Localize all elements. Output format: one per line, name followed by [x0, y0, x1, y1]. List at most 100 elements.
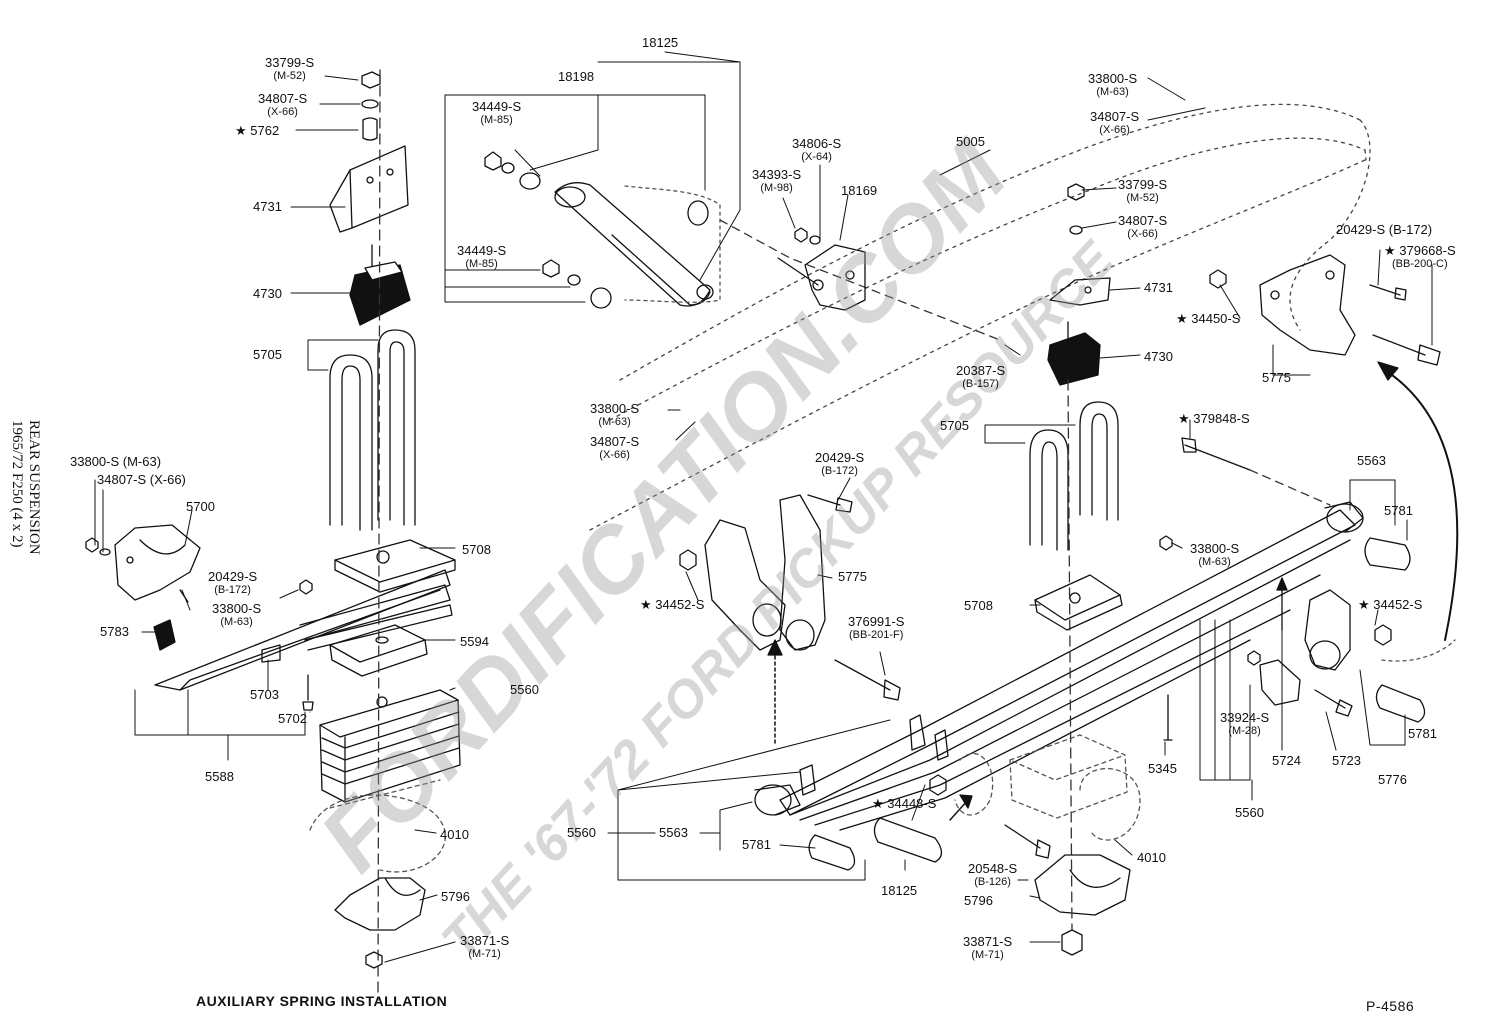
figure-number: P-4586 [1366, 998, 1415, 1014]
callout-33800-left-text: 33800-S [212, 601, 262, 616]
callout-20429-left-sub: (B-172) [214, 584, 251, 596]
callout-18169: 18169 [841, 183, 878, 198]
callout-379848: ★ 379848-S [1178, 411, 1250, 426]
callout-20548-sub: (B-126) [974, 876, 1011, 888]
shock-absorber [484, 151, 1001, 341]
callout-5783: 5783 [100, 624, 129, 639]
aux-caption: AUXILIARY SPRING INSTALLATION [196, 993, 448, 1009]
callout-33799-left: 33799-S(M-52) [265, 55, 315, 83]
callout-5560-right: 5560 [1235, 805, 1264, 820]
callout-33871-left-text: 33871-S [460, 933, 510, 948]
callout-33799-left-text: 33799-S [265, 55, 315, 70]
callout-33799-left-sub: (M-52) [273, 70, 306, 82]
callout-5702: 5702 [278, 711, 307, 726]
callout-33800-center: 33800-S(M-63) [590, 401, 640, 429]
callout-33800-frame-sub: (M-63) [1096, 86, 1129, 98]
leader-lines [94, 51, 1433, 963]
callout-34807-frame-text: 34807-S [1090, 109, 1140, 124]
callout-34393-sub: (M-98) [760, 182, 793, 194]
callout-376991: 376991-S(BB-201-F) [848, 614, 905, 642]
callout-34449-top-text: 34449-S [472, 99, 522, 114]
callout-4731-left: 4731 [253, 199, 282, 214]
callout-18125-top: 18125 [642, 35, 679, 50]
callout-20429-left: 20429-S(B-172) [208, 570, 257, 597]
callout-5724: 5724 [1272, 753, 1301, 768]
callout-376991-sub: (BB-201-F) [848, 629, 904, 641]
callout-34807-left: 34807-S(X-66) [258, 91, 308, 119]
callout-33800-center-text: 33800-S [590, 401, 640, 416]
callout-5781-bottom: 5781 [742, 837, 771, 852]
callout-34807-center: 34807-S(X-66) [590, 435, 639, 462]
callout-4731-right: 4731 [1144, 280, 1173, 295]
callout-20429-center-sub: (B-172) [821, 465, 858, 477]
callout-34806-text: 34806-S [792, 136, 842, 151]
main-leaf-spring [679, 183, 1459, 956]
callout-20429-right: 20429-S (B-172) [1336, 222, 1433, 237]
callout-33924: 33924-S(M-28) [1220, 710, 1270, 738]
callout-33799-right-text: 33799-S [1118, 177, 1168, 192]
callout-4730-left: 4730 [253, 286, 282, 301]
callout-5705-right: 5705 [940, 418, 969, 433]
callout-34807-right-text: 34807-S [1118, 213, 1168, 228]
callout-33871-right: 33871-S(M-71) [963, 934, 1013, 962]
callout-5762: ★ 5762 [235, 123, 280, 138]
callout-18125-bottom: 18125 [881, 883, 918, 898]
callout-20429-center: 20429-S(B-172) [815, 451, 864, 478]
callout-18198: 18198 [558, 69, 595, 84]
callout-5776: 5776 [1378, 772, 1407, 787]
callout-33800-spring-sub: (M-63) [1198, 556, 1231, 568]
callout-34807-left-text: 34807-S [258, 91, 308, 106]
callout-4730-right: 4730 [1144, 349, 1173, 364]
callout-33800-spring: 33800-S(M-63) [1190, 541, 1240, 569]
callout-20548: 20548-S(B-126) [968, 862, 1017, 889]
callout-34806: 34806-S(X-64) [792, 136, 842, 164]
callout-20387-sub: (B-157) [962, 378, 999, 390]
callout-34450: ★ 34450-S [1176, 311, 1241, 326]
frame-rail [589, 103, 1371, 531]
callout-34807-left-sub: (X-66) [267, 106, 298, 118]
callout-33871-left: 33871-S(M-71) [460, 933, 510, 961]
aux-spring-assembly [85, 69, 461, 1001]
side-title-line1: REAR SUSPENSION [26, 420, 42, 555]
callout-376991-text: 376991-S [848, 614, 905, 629]
callout-33800-center-sub: (M-63) [598, 416, 631, 428]
callout-5796-left: 5796 [441, 889, 470, 904]
callout-34448: ★ 34448-S [872, 796, 937, 811]
callout-5560-left: 5560 [510, 682, 539, 697]
callout-33924-text: 33924-S [1220, 710, 1270, 725]
callout-34807-frame: 34807-S(X-66) [1090, 109, 1140, 137]
callout-33924-sub: (M-28) [1228, 725, 1261, 737]
callout-34449-bottom: 34449-S(M-85) [457, 243, 507, 271]
side-title: REAR SUSPENSION 1965/72 F250 (4 x 2) [8, 420, 42, 555]
callout-5723: 5723 [1332, 753, 1361, 768]
callout-5775-right: 5775 [1262, 370, 1291, 385]
callout-5700: 5700 [186, 499, 215, 514]
callout-33871-right-text: 33871-S [963, 934, 1013, 949]
callout-379668: ★ 379668-S(BB-200-C) [1384, 243, 1456, 271]
callout-379668-text: ★ 379668-S [1384, 243, 1456, 258]
callout-33800-frame-text: 33800-S [1088, 71, 1138, 86]
callout-33799-right-sub: (M-52) [1126, 192, 1159, 204]
callout-5775-center: 5775 [838, 569, 867, 584]
callout-5563-bottom: 5563 [659, 825, 688, 840]
callout-34449-bottom-text: 34449-S [457, 243, 507, 258]
callout-5703: 5703 [250, 687, 279, 702]
callout-5005: 5005 [956, 134, 985, 149]
callout-5708-left: 5708 [462, 542, 491, 557]
callout-5781-right-bottom: 5781 [1408, 726, 1437, 741]
callout-34452-right: ★ 34452-S [1358, 597, 1423, 612]
callout-5560-bottom: 5560 [567, 825, 596, 840]
callout-20387-text: 20387-S [956, 363, 1006, 378]
callout-34807-right: 34807-S(X-66) [1118, 213, 1168, 241]
callout-33800-left: 33800-S(M-63) [212, 601, 262, 629]
callout-33800-spring-text: 33800-S [1190, 541, 1240, 556]
callout-5796-right: 5796 [964, 893, 993, 908]
callout-5594: 5594 [460, 634, 489, 649]
callout-34393-text: 34393-S [752, 167, 802, 182]
callout-5708-right: 5708 [964, 598, 993, 613]
callout-379668-sub: (BB-200-C) [1392, 258, 1448, 270]
callout-34452-center: ★ 34452-S [640, 597, 705, 612]
callout-34807-hanger: 34807-S (X-66) [97, 472, 186, 487]
